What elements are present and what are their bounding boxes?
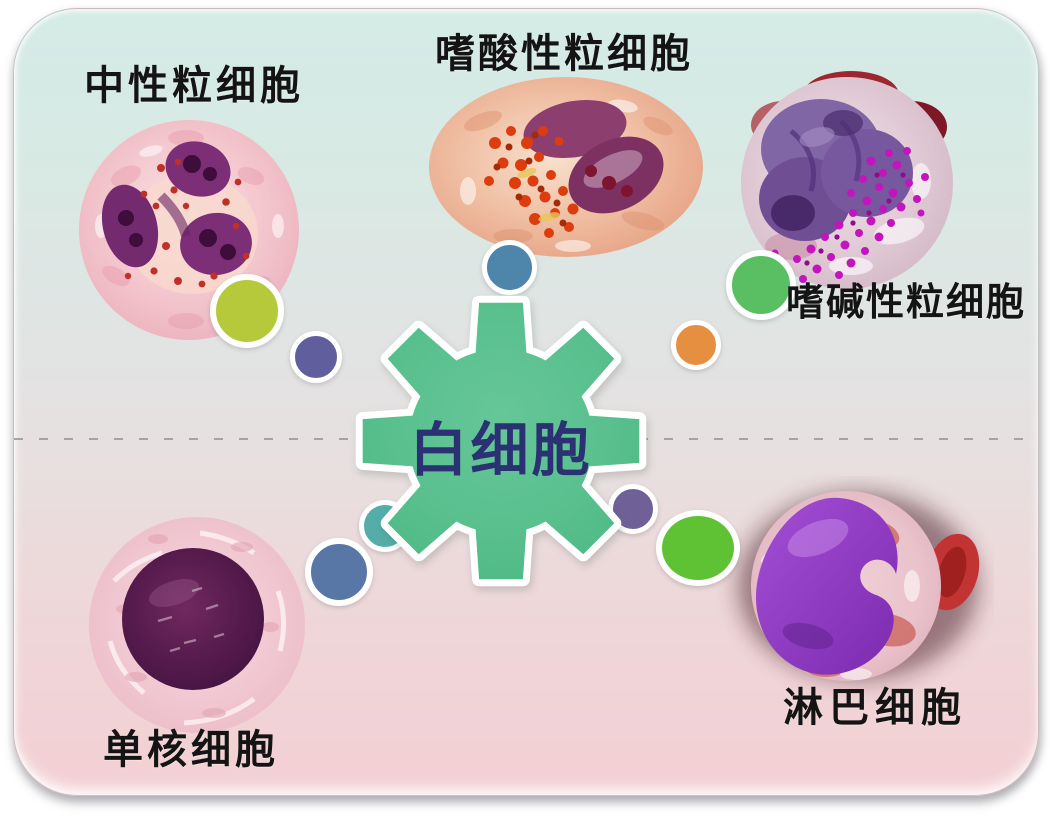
eosinophil-nucleus-lobes — [523, 99, 664, 214]
connector-dot-indigo — [290, 331, 342, 383]
cytoplasm-texture — [464, 110, 673, 243]
lymphocyte-nucleus — [755, 497, 898, 675]
label-monocyte: 单核细胞 — [103, 726, 279, 773]
connector-dot-green — [726, 250, 796, 320]
basophil-image — [741, 71, 953, 289]
monocyte-image — [89, 517, 305, 733]
label-neutrophil: 中性粒细胞 — [84, 62, 304, 109]
monocyte-nucleus — [122, 548, 264, 690]
gear-shape — [355, 295, 647, 587]
neutrophil-nucleus-lobes — [101, 141, 252, 276]
basophil-granules-dark — [804, 172, 906, 266]
label-basophil: 嗜碱性粒细胞 — [786, 279, 1027, 324]
nucleus-dark-spots — [118, 155, 236, 260]
lymphocyte-image — [738, 491, 980, 681]
connector-dot-orange — [671, 320, 721, 370]
connector-dot-bright-green — [656, 510, 740, 586]
neutrophil-granules — [124, 158, 250, 288]
eosinophil-granules — [484, 126, 579, 238]
eosinophil-cell-body — [429, 77, 703, 257]
diagram-card: 白细胞 中性粒细胞 嗜酸性粒细胞 嗜碱性粒细胞 单核细胞 淋巴细胞 — [13, 8, 1039, 796]
eosinophil-image — [429, 77, 703, 257]
basophil-nucleus — [759, 99, 913, 241]
connector-dot-steel-blue — [305, 538, 373, 606]
cytoplasm-speckles — [116, 534, 279, 718]
cytoplasm-lace — [460, 99, 638, 252]
center-label: 白细胞 — [409, 416, 593, 484]
connector-dot-blue — [482, 240, 537, 295]
connector-dot-lime — [210, 274, 284, 348]
connector-dot-muted-purple — [608, 484, 658, 534]
label-lymphocyte: 淋巴细胞 — [783, 684, 967, 731]
center-gear — [355, 295, 647, 587]
nucleus-flecks — [157, 586, 225, 653]
cytoplasm-lace — [829, 163, 931, 275]
label-eosinophil: 嗜酸性粒细胞 — [435, 30, 693, 77]
